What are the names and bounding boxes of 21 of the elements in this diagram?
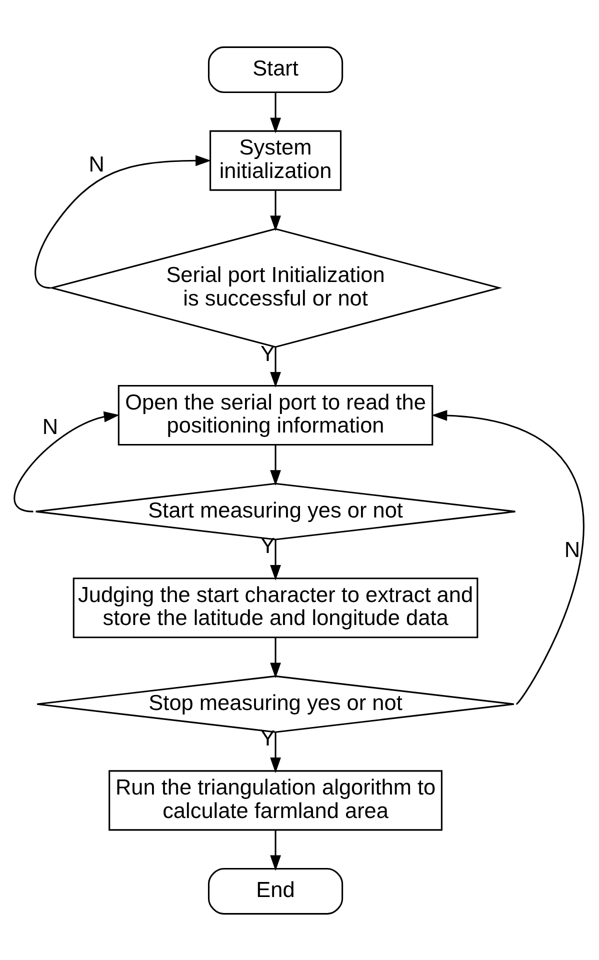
arrow: [432, 410, 584, 704]
node-box: Judging the start character to extract and store the latitude and longitude data: [72, 577, 478, 638]
edge-label: N: [88, 150, 104, 176]
arrow: [270, 830, 281, 870]
arrow: [270, 444, 281, 486]
arrow: [14, 410, 120, 512]
arrow: [270, 636, 281, 678]
arrow: [270, 92, 281, 133]
edge-label: N: [42, 414, 58, 439]
arrow: [270, 732, 281, 773]
arrow: [270, 539, 281, 580]
arrow: [270, 190, 281, 231]
node-box: End: [208, 867, 344, 914]
node-box: Start: [208, 46, 344, 93]
node-diamond: Serial port Initialization is successful or not: [48, 228, 502, 348]
arrow: [34, 154, 212, 288]
node-box: Run the triangulation algorithm to calculate farmland area: [108, 770, 442, 830]
arrow: [270, 346, 281, 388]
node-box: Open the serial port to read the positioning information: [118, 384, 434, 446]
edge-label: N: [564, 536, 580, 562]
node-box: System initialization: [210, 130, 342, 190]
